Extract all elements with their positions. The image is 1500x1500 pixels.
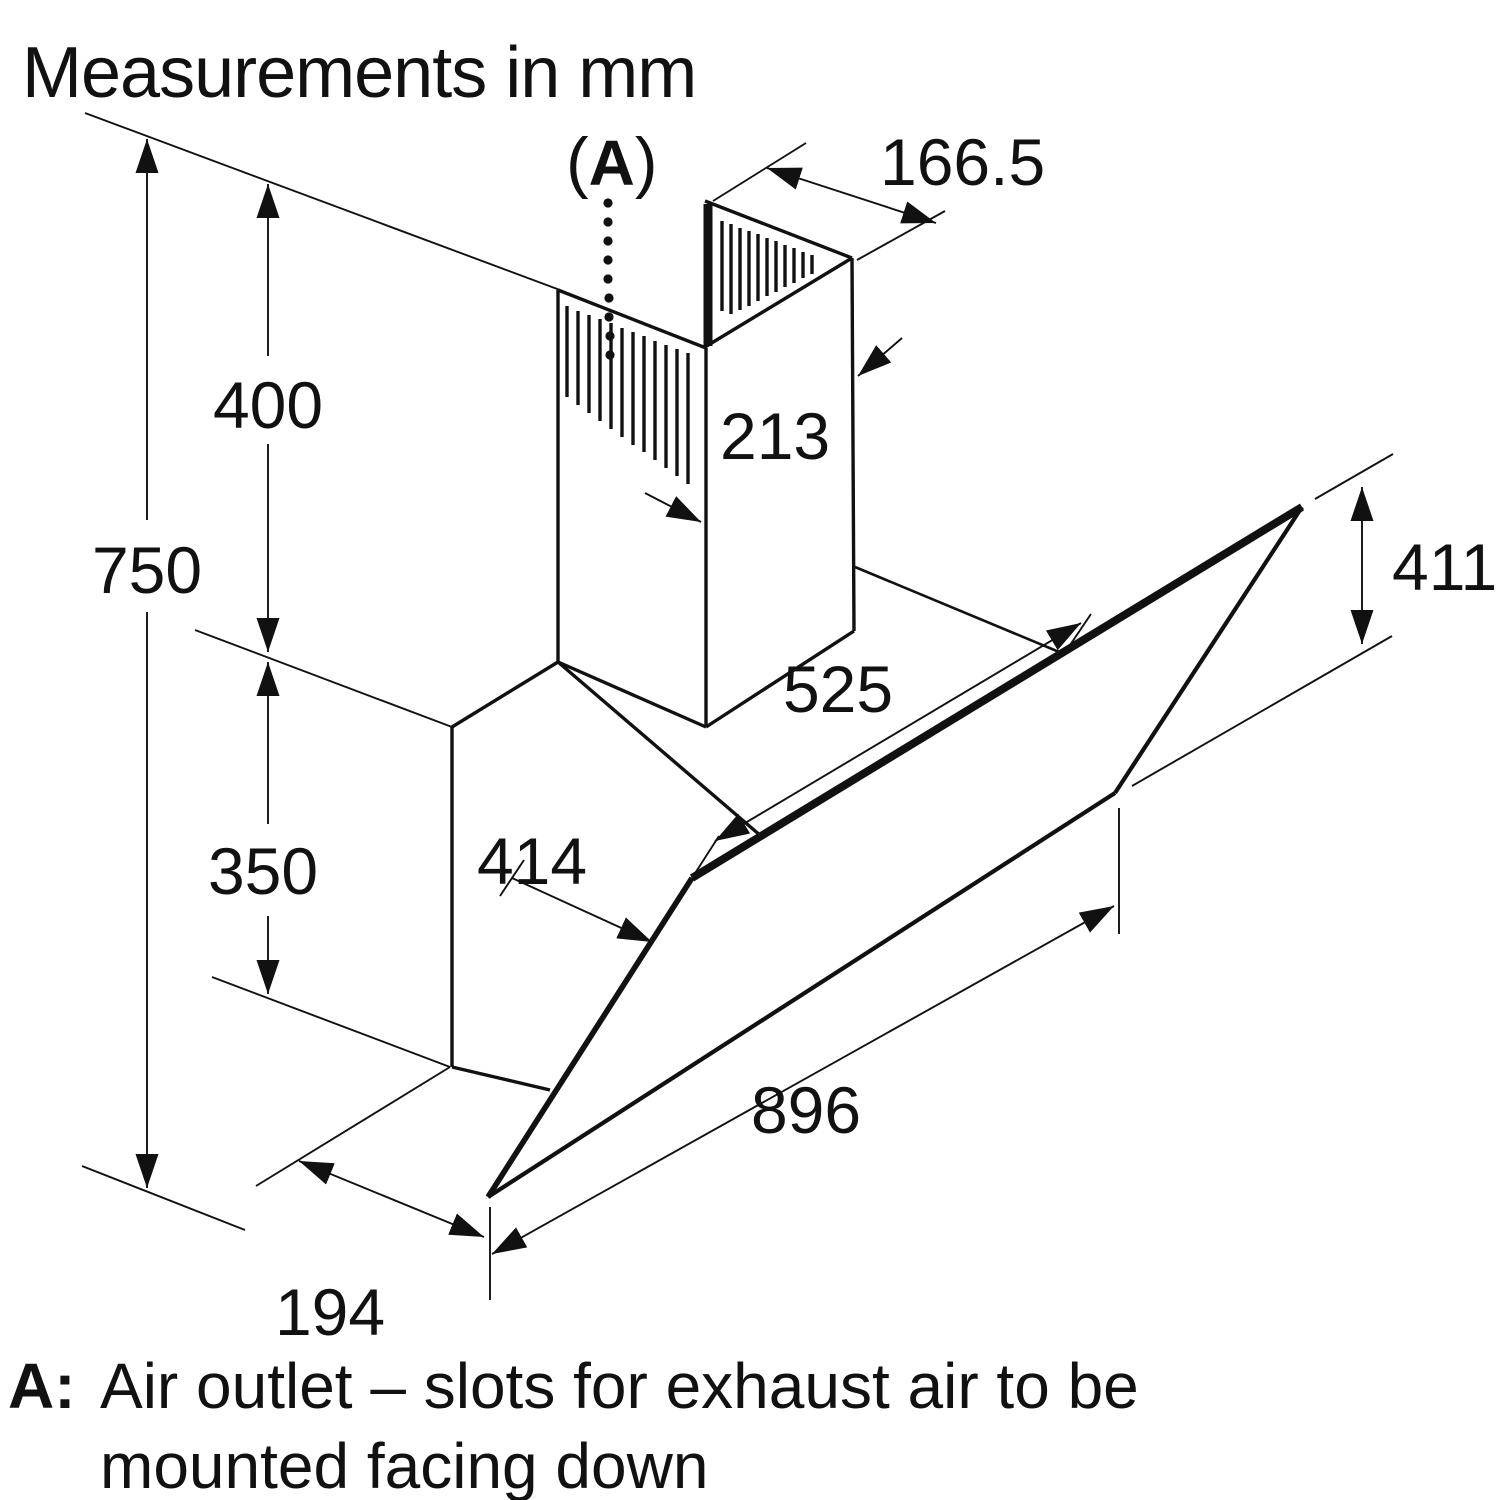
- dim-411-label: 411: [1392, 530, 1497, 604]
- footnote-line1: A:Air outlet – slots for exhaust air to …: [8, 1350, 1139, 1422]
- page-title: Measurements in mm: [22, 33, 696, 113]
- dim-414-label: 414: [477, 824, 587, 898]
- dim-525-label: 525: [783, 652, 893, 726]
- dimension-lower-height: 350: [208, 662, 451, 1068]
- dim-194-label: 194: [275, 1275, 385, 1349]
- footnote: A:Air outlet – slots for exhaust air to …: [8, 1350, 1139, 1500]
- dimension-mid-depth: 414: [477, 824, 653, 943]
- dimension-top-depth: 525: [691, 613, 1092, 879]
- dim-400-label: 400: [213, 368, 323, 442]
- dim-750-label: 750: [92, 533, 202, 607]
- dim-896-label: 896: [751, 1073, 861, 1147]
- footnote-line2: mounted facing down: [100, 1430, 708, 1500]
- air-outlet-slots-upper: [720, 221, 814, 314]
- dimension-panel-width: 896: [489, 808, 1120, 1300]
- dotted-leader-line: [603, 198, 615, 360]
- dim-350-label: 350: [208, 834, 318, 908]
- dimension-total-height: 750: [81, 112, 561, 1231]
- dim-213-label: 213: [720, 399, 830, 473]
- chimney-upper-section: [703, 199, 853, 349]
- dimension-chimney-face-width: 213: [644, 337, 903, 523]
- dimension-panel-height: 411: [1131, 453, 1497, 787]
- callout-label: (A): [566, 124, 658, 200]
- air-outlet-slots-lower: [565, 306, 690, 484]
- dimension-bottom-depth: 194: [255, 1066, 485, 1349]
- dimension-chimney-height: 400: [194, 184, 453, 728]
- air-outlet-callout: (A): [566, 124, 658, 360]
- glass-panel: [485, 503, 1305, 1199]
- dim-166-label: 166.5: [880, 125, 1045, 199]
- dimension-chimney-top-width: 166.5: [712, 125, 1045, 261]
